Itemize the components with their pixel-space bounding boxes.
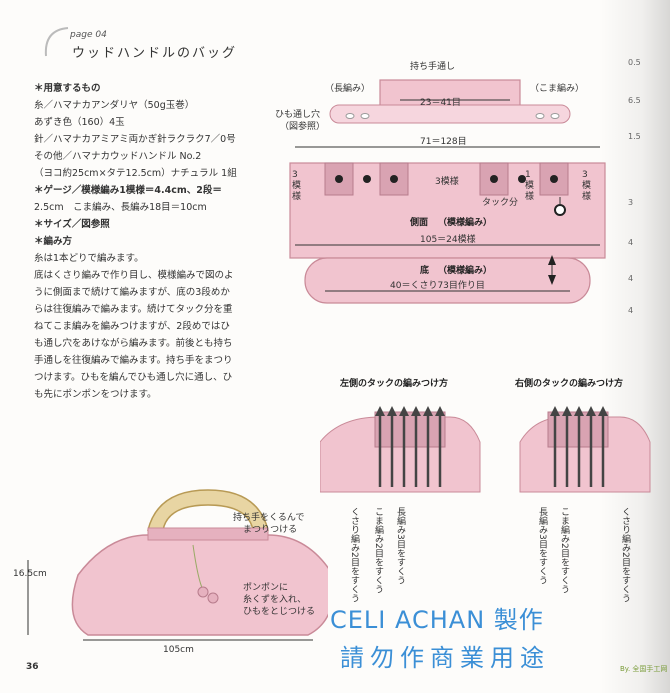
note-pompom-2: 糸くずを入れ、 xyxy=(243,593,306,605)
label-bottom-count: 40＝くさり73目作り目 xyxy=(390,279,485,291)
method-line: 底はくさり編みで作り目し、模様編みで図のよ xyxy=(34,270,234,281)
label-bottom-pattern: （模様編み） xyxy=(438,264,492,276)
tuck-right-title: 右側のタックの編みつけ方 xyxy=(514,377,623,389)
note-pompom-1: ポンポンに xyxy=(243,582,288,593)
label-pattern-left-3: 様 xyxy=(292,190,301,202)
tuck-label-double-left: 長編み3目をすくう xyxy=(395,507,406,585)
upper-single-crochet-band xyxy=(329,104,571,124)
wood-handle xyxy=(147,489,269,531)
materials-needle: 針／ハマナカアミアミ両かぎ針ラクラク7／0号 xyxy=(34,134,236,145)
finished-bag-illustration: 持ち手をくるんで まつりつける 16.5cm 105cm ポンポンに 糸くずを入… xyxy=(13,489,328,655)
page-label: page 04 xyxy=(70,30,107,40)
scale-marks: 0.5 6.5 1.5 3 4 4 4 xyxy=(628,58,668,318)
page-gutter-shadow xyxy=(600,0,670,693)
label-pattern-1-b: 模 xyxy=(525,180,534,191)
pompom xyxy=(207,592,219,604)
tuck-markers xyxy=(335,175,566,216)
label-pattern-right-1: 3 xyxy=(582,170,588,180)
tuck-label-chain-right: くさり編み2目をすくう xyxy=(620,507,631,603)
label-long-stitch: （長編み） xyxy=(325,82,370,94)
materials-other-2: （ヨコ約25cm×タテ12.5cm）ナチュラル 1組 xyxy=(34,168,237,179)
label-cord-hole: ひも通し穴 xyxy=(275,108,320,120)
site-mark: By. 全国手工网 xyxy=(620,665,668,673)
tuck-left-title: 左側のタックの編みつけ方 xyxy=(339,377,448,389)
label-top-count: 23＝41目 xyxy=(420,97,461,108)
label-pattern-left-2: 模 xyxy=(292,180,301,191)
scale-mark: 4 xyxy=(628,274,634,283)
scale-mark: 4 xyxy=(628,306,634,315)
watermark-author: CELI ACHAN 製作 xyxy=(330,606,544,634)
bag-top-band xyxy=(147,527,269,541)
label-pattern-1-c: 様 xyxy=(525,190,534,202)
materials-color: あずき色（160）4玉 xyxy=(34,117,125,128)
method-line: も先にポンポンをつけます。 xyxy=(34,389,157,400)
materials-heading: ＊用意するもの xyxy=(34,83,101,94)
tuck-label-single-left: こま編み2目をすくう xyxy=(373,507,384,594)
tuck-label-single-right: こま編み2目をすくう xyxy=(559,507,570,594)
label-pattern-right-2: 模 xyxy=(582,180,591,191)
size-line: ＊サイズ／図参照 xyxy=(34,219,110,230)
method-line: も通し穴をあけながら編みます。前後とも持ち xyxy=(34,338,233,349)
page-number: 36 xyxy=(26,662,39,672)
cord-holes xyxy=(345,113,560,119)
note-handle-1: 持ち手をくるんで xyxy=(233,511,304,523)
label-side-pattern: （模様編み） xyxy=(438,216,492,228)
tuck-label-chain-left: くさり編み2目をすくう xyxy=(349,507,360,603)
method-heading: ＊編み方 xyxy=(34,236,73,247)
label-pattern-left-1: 3 xyxy=(292,170,298,180)
label-mid-count: 71＝128目 xyxy=(420,136,467,147)
method-line: 糸は1本どりで編みます。 xyxy=(34,253,144,264)
title-decoration xyxy=(44,27,69,57)
method-line: うに側面まで続けて編みますが、底の3段めか xyxy=(34,287,230,298)
label-single-stitch: （こま編み） xyxy=(530,82,584,94)
dimension-lines xyxy=(295,99,600,292)
method-line: らは往復編みで編みます。続けてタック分を重 xyxy=(34,304,233,315)
scale-mark: 6.5 xyxy=(628,96,641,105)
label-side-count: 105＝24模様 xyxy=(420,233,476,245)
tuck-left-fold xyxy=(374,411,446,448)
tuck-attachment-diagrams: 左側のタックの編みつけ方 右側のタックの編みつけ方 くさり編み2目をすくう こま… xyxy=(320,377,651,603)
scale-mark: 4 xyxy=(628,238,634,247)
tuck-left-arrows xyxy=(378,414,442,487)
scale-mark: 0.5 xyxy=(628,58,641,67)
label-pattern-1: 1 xyxy=(525,170,531,180)
bag-body xyxy=(71,534,328,636)
label-cord-hole-ref: （図参照） xyxy=(280,120,325,132)
method-line: つけます。ひもを編んでひも通し穴に通し、ひ xyxy=(34,372,233,383)
tuck-right-arrows xyxy=(553,414,605,487)
method-line: ねてこま編みを編みつけますが、2段めではひ xyxy=(34,321,230,332)
bag-construction-diagram: 持ち手通し （長編み） （こま編み） 23＝41目 ひも通し穴 （図参照） 71… xyxy=(275,60,606,304)
label-pattern-3: 3模様 xyxy=(435,175,459,187)
pompom xyxy=(197,586,209,598)
tuck-label-double-right: 長編み3目をすくう xyxy=(537,507,548,585)
label-pattern-right-3: 様 xyxy=(582,190,591,202)
scale-mark: 1.5 xyxy=(628,132,641,141)
scale-mark: 3 xyxy=(628,198,634,207)
materials-yarn: 糸／ハマナカアンダリヤ（50g玉巻） xyxy=(34,100,195,111)
materials-block: ＊用意するもの 糸／ハマナカアンダリヤ（50g玉巻） あずき色（160）4玉 針… xyxy=(34,80,289,403)
note-pompom-3: ひもをとじつける xyxy=(243,606,315,617)
bottom-panel xyxy=(304,257,591,304)
watermark-notice: 請勿作商業用途 xyxy=(340,644,550,672)
page-title: ウッドハンドルのバッグ xyxy=(72,46,238,61)
bag-width: 105cm xyxy=(163,645,194,655)
materials-other-1: その他／ハマナカウッドハンドル No.2 xyxy=(34,151,202,162)
label-tuck: タック分 xyxy=(482,197,518,208)
bag-height: 16.5cm xyxy=(13,569,47,579)
label-side: 側面 xyxy=(409,216,428,228)
gauge-heading: ＊ゲージ／模様編み1模様＝4.4cm、2段＝ xyxy=(34,185,222,196)
tuck-right-arrowheads xyxy=(550,406,608,416)
label-handle-pass: 持ち手通し xyxy=(410,60,455,72)
note-handle-2: まつりつける xyxy=(243,524,297,535)
method-text: 糸は1本どりで編みます。 底はくさり編みで作り目し、模様編みで図のよ うに側面ま… xyxy=(34,250,289,403)
label-bottom: 底 xyxy=(420,264,429,276)
gauge-detail: 2.5cm こま編み、長編み18目＝10cm xyxy=(34,202,207,213)
tuck-left-arrowheads xyxy=(375,406,445,416)
method-line: 手通しを往復編みで編みます。持ち手をまつり xyxy=(34,355,233,366)
